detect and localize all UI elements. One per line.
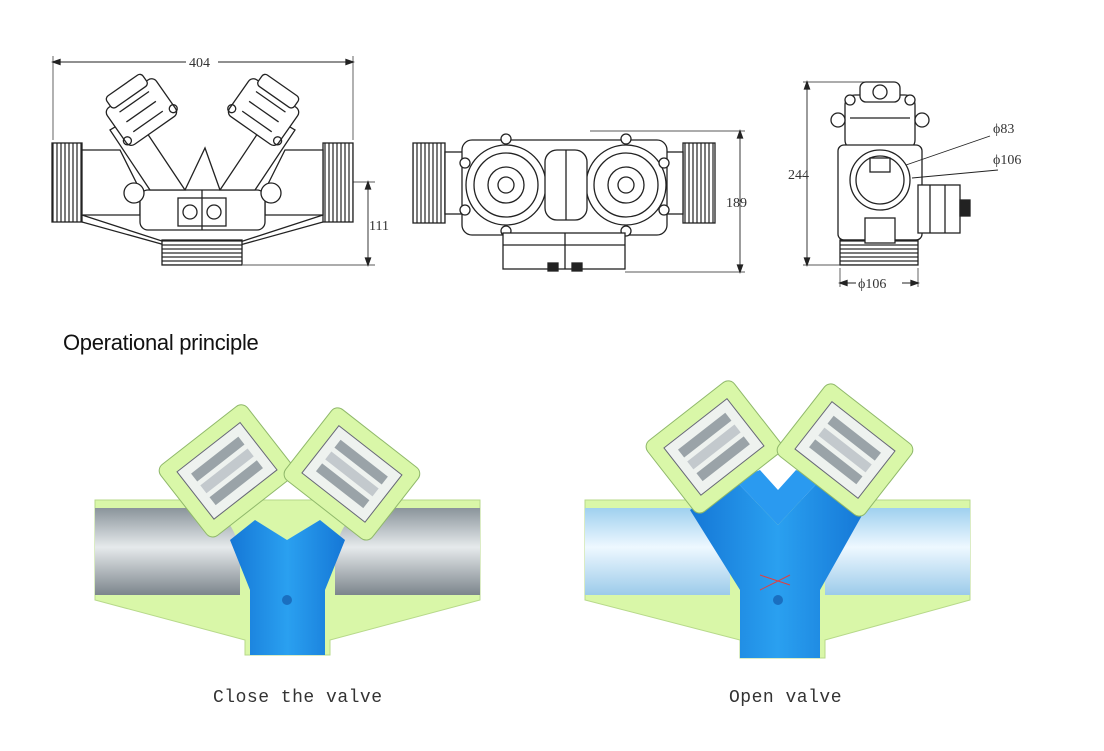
open-valve-section (584, 380, 971, 659)
dim-width-overall: 404 (189, 56, 210, 71)
front-view (51, 54, 375, 267)
dim-height-front: 111 (369, 219, 389, 234)
dim-dia-bottom: ϕ106 (858, 277, 886, 292)
section-title: Operational principle (63, 330, 259, 355)
closed-valve-section (94, 404, 481, 656)
side-view (803, 80, 999, 291)
dim-dia-upper: ϕ83 (993, 122, 1014, 137)
dim-dia-mid: ϕ106 (993, 153, 1021, 168)
caption-open: Open valve (729, 688, 843, 708)
dim-height-side: 244 (788, 168, 809, 183)
top-view (412, 129, 745, 274)
dim-height-top: 189 (726, 196, 747, 211)
caption-closed: Close the valve (213, 688, 383, 708)
